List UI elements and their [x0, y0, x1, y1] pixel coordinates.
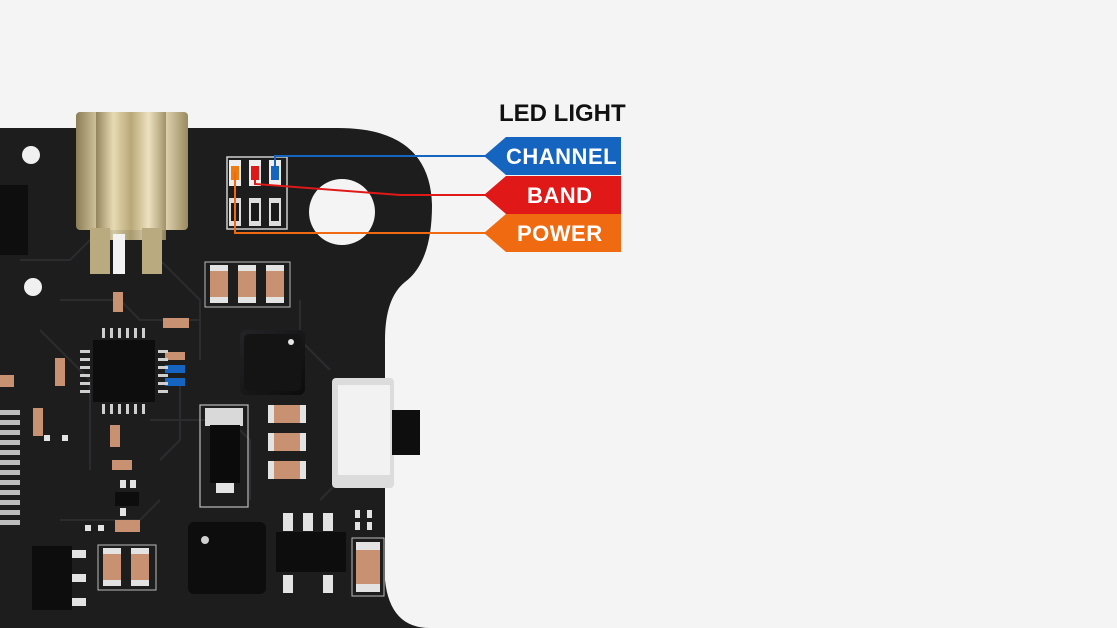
- bottom-ic: [188, 522, 266, 594]
- regulator: [276, 513, 346, 593]
- tag-power-label: POWER: [517, 221, 603, 246]
- tag-band: BAND: [484, 176, 621, 214]
- led-channel: [271, 166, 279, 180]
- diode: [199, 404, 249, 508]
- leader-line-channel: [274, 155, 486, 170]
- tag-band-label: BAND: [527, 183, 593, 208]
- left-header-pins: [0, 410, 20, 525]
- leader-line-band: [254, 172, 486, 196]
- pcb-dot-1: [22, 146, 40, 164]
- leader-lines: [234, 155, 486, 234]
- mounting-hole: [309, 179, 375, 245]
- antenna-connector: [76, 112, 188, 274]
- slide-switch: [332, 378, 420, 488]
- square-ic: [240, 330, 305, 395]
- passive-components: [0, 261, 385, 597]
- sot-chip: [32, 546, 86, 610]
- pcb-dot-2: [24, 278, 42, 296]
- tag-channel-shape: [484, 137, 621, 175]
- tag-channel-label: CHANNEL: [506, 144, 617, 169]
- leader-line-power: [234, 172, 486, 234]
- tag-band-shape: [484, 176, 621, 214]
- edge-chip: [0, 185, 28, 255]
- tag-power: POWER: [484, 214, 621, 252]
- callout-title: LED LIGHT: [499, 100, 626, 127]
- qfn-chip: [80, 328, 168, 414]
- tag-channel: CHANNEL: [484, 137, 621, 175]
- tag-power-shape: [484, 214, 621, 252]
- small-transistors: [44, 435, 372, 531]
